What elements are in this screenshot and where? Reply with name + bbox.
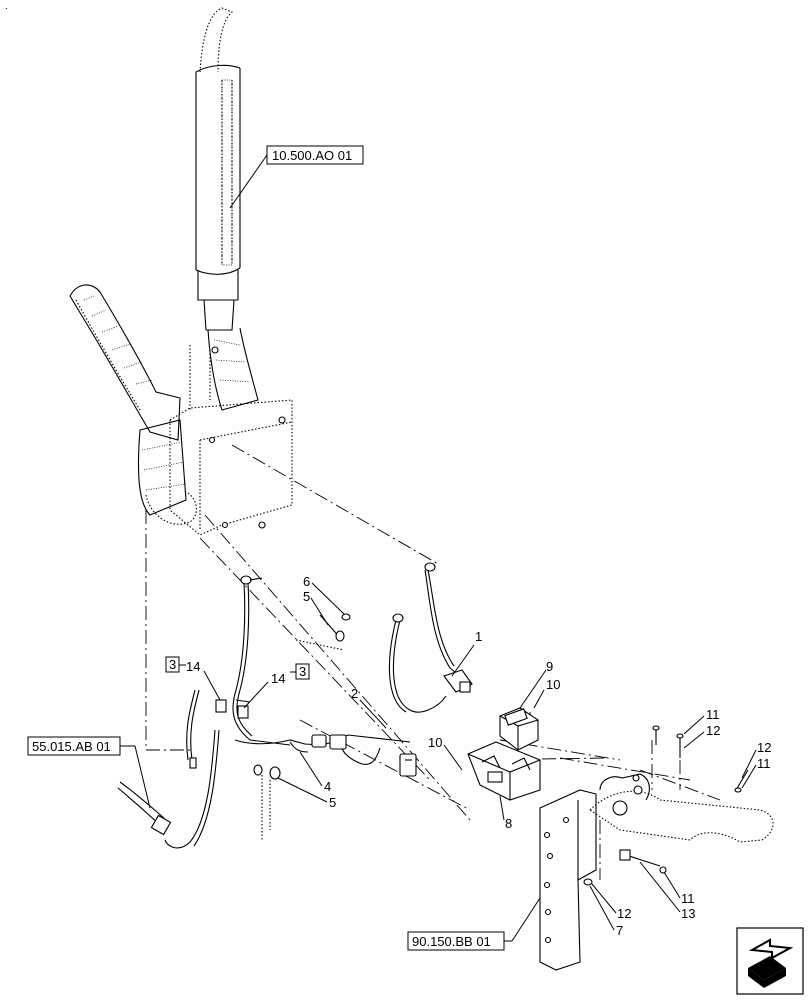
callout-10b: 10 <box>428 735 442 750</box>
callout-3a: 3 <box>169 657 176 672</box>
callout-5b: 5 <box>329 795 336 810</box>
callout-14b: 14 <box>271 671 285 686</box>
exhaust-stack <box>195 7 259 411</box>
callout-6: 6 <box>303 574 310 589</box>
callout-1: 1 <box>475 629 482 644</box>
callout-11b: 11 <box>757 756 771 771</box>
callout-9: 9 <box>546 659 553 674</box>
callout-3b: 3 <box>299 664 306 679</box>
callout-14a: 14 <box>186 659 200 674</box>
callout-12b: 12 <box>757 740 771 755</box>
ref-box-exhaust[interactable]: 10.500.AO 01 <box>229 145 364 209</box>
bracket-8 <box>467 741 541 801</box>
corner-mark: . <box>5 1 8 12</box>
ref-label-harness: 55.015.AB 01 <box>32 739 111 754</box>
ref-label-exhaust: 10.500.AO 01 <box>272 148 352 163</box>
callout-12c: 12 <box>617 906 631 921</box>
callout-4: 4 <box>324 779 331 794</box>
callouts: 1 2 3 14 3 14 4 5 5 6 7 8 9 10 10 11 <box>165 574 771 938</box>
ref-box-frame[interactable]: 90.150.BB 01 <box>407 897 541 951</box>
sensor-2 <box>399 753 417 777</box>
intake-pipe <box>69 284 181 441</box>
ref-box-harness[interactable]: 55.015.AB 01 <box>27 736 151 809</box>
ref-label-frame: 90.150.BB 01 <box>412 934 491 949</box>
connector-1 <box>443 669 473 693</box>
wiring-harness <box>117 562 463 849</box>
view-orientation-icon[interactable] <box>736 927 804 995</box>
callout-11a: 11 <box>706 707 720 722</box>
callout-2: 2 <box>351 686 358 701</box>
callout-11c: 11 <box>681 891 695 906</box>
callout-5a: 5 <box>303 589 310 604</box>
callout-8: 8 <box>505 816 512 831</box>
module-9 <box>499 707 539 751</box>
mount-frame <box>539 773 774 971</box>
bolts <box>583 725 749 886</box>
projection-lines <box>145 444 721 880</box>
callout-7: 7 <box>616 923 623 938</box>
callout-13: 13 <box>681 906 695 921</box>
callout-12a: 12 <box>706 723 720 738</box>
aftertreatment-box <box>137 345 293 536</box>
callout-10a: 10 <box>546 677 560 692</box>
hardware-5-6 <box>253 613 351 840</box>
